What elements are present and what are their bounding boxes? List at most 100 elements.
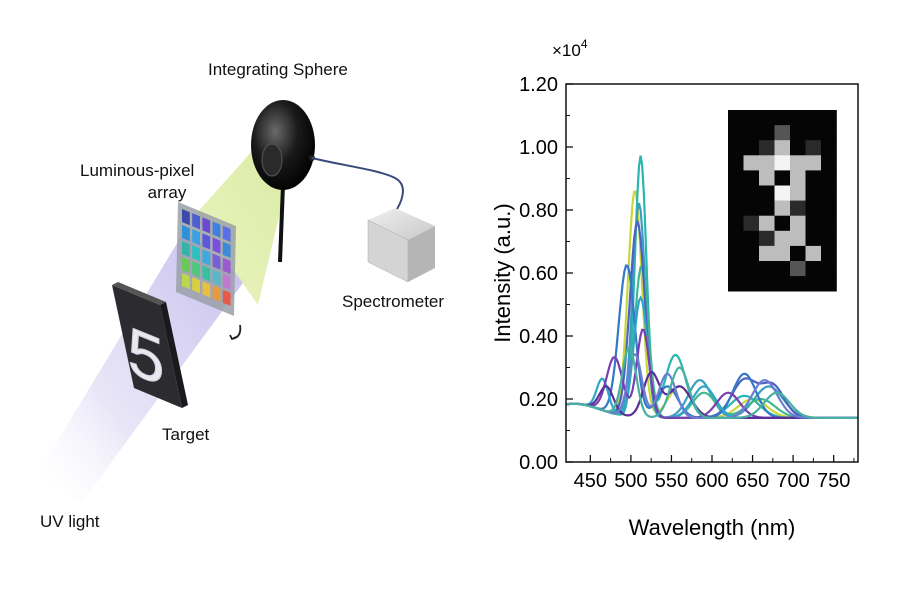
- inset-pixel: [774, 230, 791, 247]
- inset-pixel: [728, 125, 744, 141]
- pixel-cell: [182, 257, 190, 274]
- pixel-cell: [202, 249, 211, 266]
- inset-pixel: [774, 261, 791, 277]
- inset-pixel: [728, 110, 744, 126]
- inset-pixel: [774, 245, 791, 262]
- inset-pixel: [821, 215, 837, 232]
- pixel-cell: [202, 265, 211, 282]
- inset-pixel: [743, 185, 760, 201]
- inset-pixel: [759, 215, 775, 232]
- target-plate: 5: [112, 282, 188, 408]
- y-multiplier-exp: 4: [581, 37, 588, 51]
- pixel-cell: [222, 241, 231, 258]
- x-tick-label: 600: [695, 470, 728, 492]
- uv-light-label: UV light: [40, 512, 100, 531]
- inset-pixel: [774, 215, 791, 232]
- inset-pixel: [728, 140, 744, 156]
- inset-pixel: [743, 245, 760, 262]
- inset-pixel: [728, 245, 744, 262]
- inset-pixel: [759, 155, 775, 171]
- x-tick-label: 700: [776, 470, 809, 492]
- y-tick-label: 1.00: [519, 137, 558, 159]
- inset-pixel: [805, 125, 822, 141]
- inset-pixel: [759, 230, 775, 247]
- inset-pixel: [743, 170, 760, 186]
- inset-pixel: [774, 125, 791, 141]
- inset-pixel: [728, 185, 744, 201]
- inset-pixel: [759, 276, 775, 292]
- fiber-cable: [311, 157, 404, 213]
- inset-pixel: [743, 140, 760, 156]
- pixel-cell: [202, 217, 211, 234]
- inset-pixel: [821, 200, 837, 216]
- pixel-cell: [212, 253, 221, 270]
- pixel-cell: [182, 209, 190, 226]
- inset-pixel: [790, 185, 806, 201]
- inset-pixel: [805, 261, 822, 277]
- inset-pixel: [759, 170, 775, 186]
- pixel-cell: [212, 269, 221, 286]
- y-tick-label: 0.60: [519, 263, 558, 285]
- y-tick-label: 0.00: [519, 452, 558, 474]
- pixel-cell: [182, 225, 190, 242]
- luminous-pixel-label-line2: array: [147, 183, 187, 202]
- pixel-cell: [222, 257, 231, 274]
- inset-pixel: [790, 140, 806, 156]
- pixel-cell: [222, 289, 231, 306]
- spectrometer-label: Spectrometer: [342, 292, 445, 311]
- pixel-cell: [182, 241, 190, 258]
- inset-pixel: [805, 200, 822, 216]
- rotation-arrow-icon: [229, 324, 242, 341]
- x-tick-label: 500: [614, 470, 647, 492]
- y-multiplier-base: ×10: [552, 41, 581, 60]
- inset-pixel: [805, 215, 822, 232]
- inset-pixel: [790, 230, 806, 247]
- inset-pixel: [759, 110, 775, 126]
- x-axis-title: Wavelength (nm): [629, 515, 796, 540]
- inset-pixel: [759, 125, 775, 141]
- inset-pixel: [790, 276, 806, 292]
- inset-pixel: [743, 155, 760, 171]
- x-tick-label: 550: [655, 470, 688, 492]
- series-group: [565, 155, 858, 419]
- pixel-cell: [222, 273, 231, 290]
- inset-pixel: [743, 200, 760, 216]
- pixel-cell: [192, 229, 200, 246]
- luminous-pixel-label: Luminous-pixel array: [80, 160, 194, 204]
- inset-pixel: [821, 155, 837, 171]
- inset-pixel: [790, 170, 806, 186]
- integrating-sphere: [251, 100, 315, 263]
- x-tick-label: 650: [736, 470, 769, 492]
- inset-pixel: [759, 140, 775, 156]
- inset-pixel: [805, 140, 822, 156]
- pixel-cell: [182, 273, 190, 290]
- inset-pixel: [821, 125, 837, 141]
- inset-pixel: [728, 155, 744, 171]
- y-tick-label: 1.20: [519, 74, 558, 96]
- inset-pixel: [728, 200, 744, 216]
- pixel-cell: [212, 285, 221, 302]
- y-tick-label: 0.80: [519, 200, 558, 222]
- inset-pixel: [790, 215, 806, 232]
- inset-pixel: [821, 170, 837, 186]
- inset-pixel: [728, 261, 744, 277]
- inset-pixel: [821, 185, 837, 201]
- inset-pixel: [774, 185, 791, 201]
- inset-pixel: [728, 276, 744, 292]
- inset-pixel: [743, 276, 760, 292]
- inset-pixel: [728, 170, 744, 186]
- luminous-pixel-label-line1: Luminous-pixel: [80, 161, 195, 180]
- inset-pixel: [821, 110, 837, 126]
- inset-pixel: [790, 125, 806, 141]
- inset-pixel: [821, 261, 837, 277]
- inset-pixel: [821, 276, 837, 292]
- y-tick-label: 0.40: [519, 326, 558, 348]
- setup-schematic: 5: [40, 100, 435, 505]
- inset-pixel: [728, 215, 744, 232]
- pixel-cell: [202, 233, 211, 250]
- inset-pixel: [743, 125, 760, 141]
- luminous-pixel-array: [176, 202, 236, 316]
- pixel-cell: [212, 221, 221, 238]
